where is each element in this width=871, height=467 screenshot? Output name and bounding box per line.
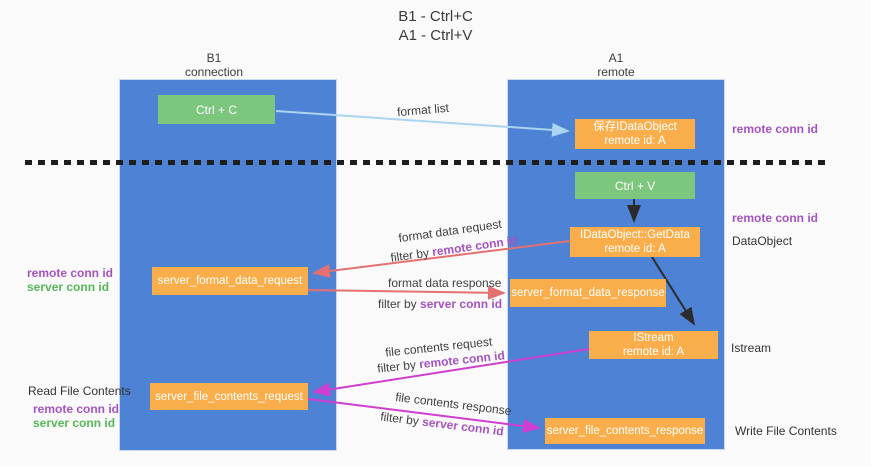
left-server-conn-id-label-2: server conn id — [33, 416, 116, 430]
read-file-contents-label: Read File Contents — [28, 384, 131, 398]
server-file-contents-response-node: server_file_contents_response — [545, 418, 705, 444]
left-server-conn-id-label-1: server conn id — [27, 280, 110, 294]
getdata-line2: remote id: A — [604, 243, 666, 255]
server-format-data-request-node: server_format_data_request — [152, 267, 308, 295]
left-remote-conn-id-label-1: remote conn id — [27, 266, 114, 280]
ctrl-v-label: Ctrl + V — [614, 178, 656, 193]
server-format-data-request-label: server_format_data_request — [157, 275, 303, 287]
format-data-response-filter-label: filter by server conn id — [378, 297, 502, 311]
istream-line1: IStream — [633, 332, 674, 344]
server-conn-id-text-1: server conn id — [420, 297, 503, 311]
write-file-contents-label: Write File Contents — [735, 424, 837, 438]
left-remote-conn-id-label-2: remote conn id — [33, 402, 120, 416]
left-column-header: B1 connection — [105, 51, 323, 79]
right-column-name: A1 — [608, 51, 624, 65]
right-remote-conn-id-label-2: remote conn id — [732, 211, 819, 225]
format-data-response-arrow — [307, 285, 506, 300]
diagram-title-line1: B1 - Ctrl+C — [398, 8, 473, 25]
getdata-node: IDataObject::GetData remote id: A — [570, 227, 700, 257]
right-column-header: A1 remote — [507, 51, 725, 79]
ctrl-c-node: Ctrl + C — [158, 95, 275, 124]
filter-by-text-3: filter by — [376, 357, 417, 376]
machine-boundary-dashed-line — [25, 160, 831, 165]
save-dataobject-line1: 保存IDataObject — [593, 121, 677, 133]
save-dataobject-node: 保存IDataObject remote id: A — [575, 119, 695, 149]
istream-node: IStream remote id: A — [589, 331, 718, 359]
dataobject-label: DataObject — [732, 234, 793, 248]
save-dataobject-line2: remote id: A — [604, 135, 666, 147]
server-file-contents-request-node: server_file_contents_request — [150, 383, 308, 410]
server-format-data-response-label: server_format_data_response — [511, 287, 665, 299]
istream-line2: remote id: A — [622, 346, 685, 358]
filter-by-text-2: filter by — [378, 297, 417, 311]
server-format-data-response-node: server_format_data_response — [510, 279, 666, 307]
filter-by-text-4: filter by — [379, 409, 420, 429]
getdata-line1: IDataObject::GetData — [580, 229, 690, 241]
right-remote-conn-id-label-1: remote conn id — [732, 122, 819, 136]
server-file-contents-request-label: server_file_contents_request — [155, 390, 303, 403]
format-list-label: format list — [396, 100, 450, 120]
left-column-name: B1 — [206, 51, 222, 65]
server-conn-id-text-2: server conn id — [421, 414, 505, 439]
right-column-role: remote — [597, 65, 635, 79]
diagram-title-line2: A1 - Ctrl+V — [398, 27, 473, 44]
format-data-response-label: format data response — [388, 276, 502, 290]
server-file-contents-response-label: server_file_contents_response — [546, 425, 704, 437]
ctrl-c-label: Ctrl + C — [195, 102, 237, 117]
left-column-role: connection — [184, 65, 244, 79]
istream-side-label: Istream — [731, 341, 772, 355]
ctrl-v-node: Ctrl + V — [575, 172, 695, 199]
filter-by-text-1: filter by — [389, 245, 430, 265]
